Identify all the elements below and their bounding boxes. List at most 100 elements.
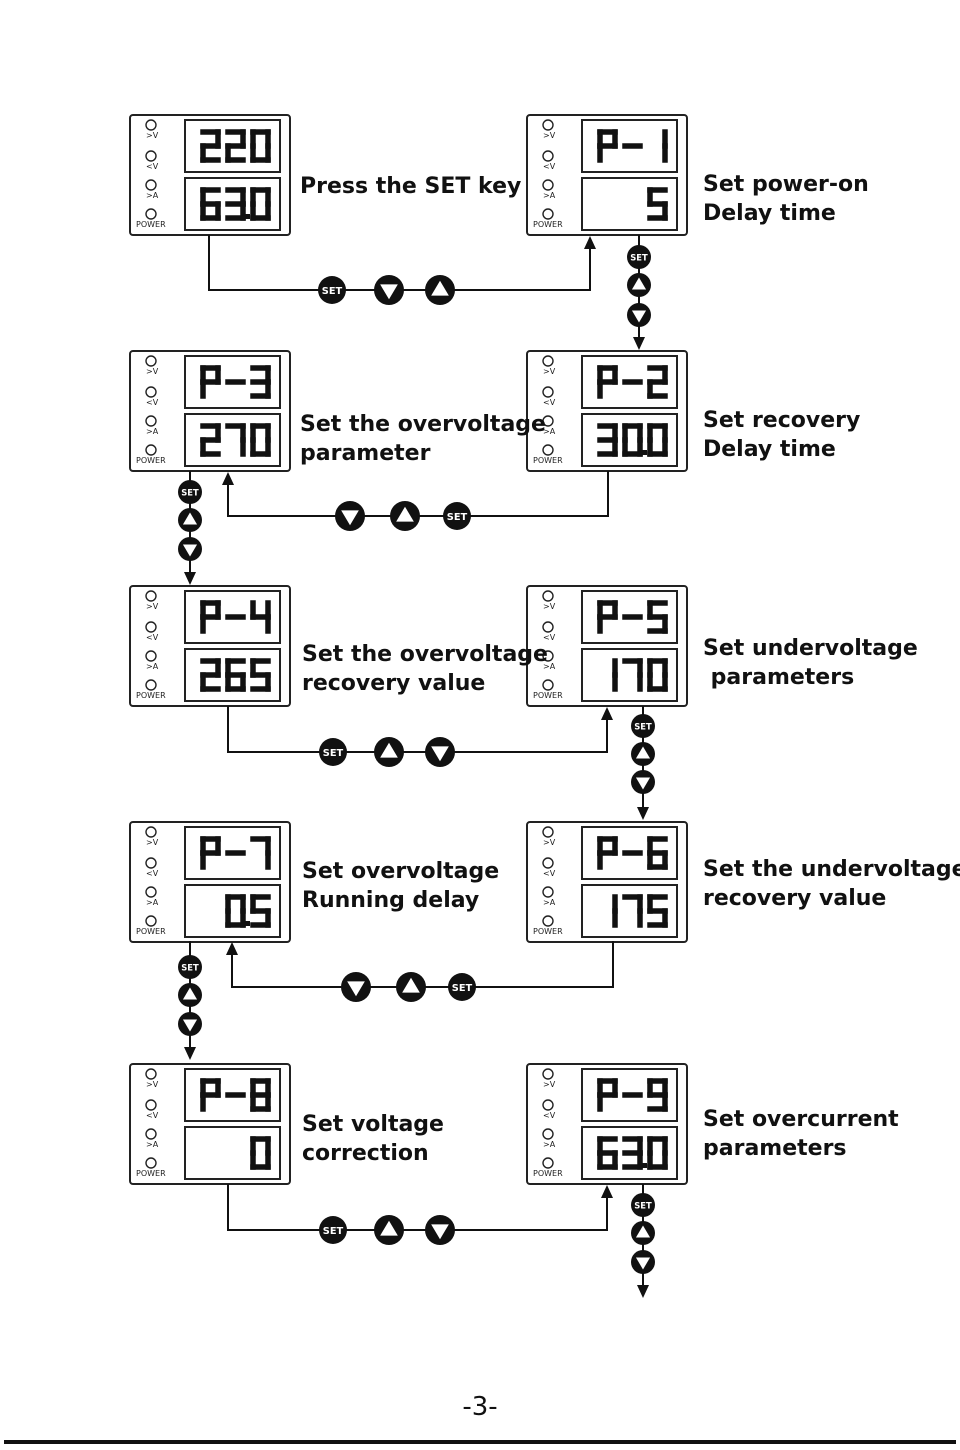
set-key-icon: SET — [319, 1216, 347, 1244]
bottom-display — [581, 648, 678, 702]
bottom-display-value — [647, 187, 668, 221]
indicator-label: >A — [146, 898, 159, 907]
down-key-icon — [425, 1215, 455, 1245]
indicator-led — [145, 415, 157, 427]
indicator-led — [145, 857, 157, 869]
set-key-label: SET — [447, 512, 468, 523]
indicator-led — [145, 1068, 157, 1080]
up-key-icon — [631, 742, 655, 766]
step-description: Set the overvoltage parameter — [300, 410, 546, 468]
indicator-label: POWER — [533, 220, 563, 229]
indicator-led — [542, 1128, 554, 1140]
indicator-led — [145, 650, 157, 662]
indicator-label: <V — [146, 869, 159, 878]
indicator-led — [145, 679, 157, 691]
step-description-line: Set recovery — [703, 408, 861, 433]
step-description-line: Delay time — [703, 437, 836, 462]
down-key-icon — [178, 1012, 202, 1036]
up-key-icon — [374, 737, 404, 767]
set-key-label: SET — [181, 962, 199, 972]
bottom-display-value — [200, 423, 271, 457]
indicator-label: >V — [543, 602, 556, 611]
step-description-line: Set the overvoltage — [300, 412, 546, 437]
indicator-led — [145, 179, 157, 191]
connector-s9-end: SET — [631, 1184, 655, 1298]
step-description-line: correction — [302, 1141, 429, 1166]
set-key-icon: SET — [178, 955, 202, 979]
indicator-label: >V — [543, 131, 556, 140]
indicator-label: POWER — [136, 1169, 166, 1178]
indicator-label: >A — [146, 1140, 159, 1149]
indicator-led — [542, 208, 554, 220]
indicator-label: >A — [146, 662, 159, 671]
connector-s1-s2: SET — [627, 235, 651, 350]
indicator-led — [542, 119, 554, 131]
indicator-label: POWER — [533, 927, 563, 936]
indicator-led — [145, 1099, 157, 1111]
indicator-label: >A — [146, 427, 159, 436]
indicator-label: <V — [543, 633, 556, 642]
connector-s7-s8: SET — [178, 941, 202, 1060]
indicator-label: <V — [543, 869, 556, 878]
arrow-head — [184, 1047, 196, 1060]
step-description-line: parameters — [703, 665, 855, 690]
indicator-label: >V — [543, 838, 556, 847]
connector-s0-s1: SET — [208, 235, 596, 305]
set-key-icon: SET — [318, 276, 346, 304]
down-key-icon — [374, 275, 404, 305]
connector-s3-s4: SET — [178, 471, 202, 585]
bottom-display-value — [612, 894, 668, 928]
step-description-line: parameter — [300, 441, 431, 466]
up-key-icon — [631, 1221, 655, 1245]
indicator-led — [542, 444, 554, 456]
set-key-icon: SET — [627, 245, 651, 269]
indicator-label: >V — [146, 367, 159, 376]
indicator-label: <V — [543, 162, 556, 171]
indicator-led — [542, 1099, 554, 1111]
set-key-label: SET — [323, 748, 344, 759]
top-display-value — [200, 365, 271, 399]
arrow-head — [184, 572, 196, 585]
connector-s8-s9: SET — [227, 1184, 613, 1245]
indicator-led — [542, 590, 554, 602]
step-description-line: Press the SET key — [300, 174, 522, 199]
indicator-led — [542, 650, 554, 662]
indicator-led — [542, 886, 554, 898]
indicator-label: <V — [543, 1111, 556, 1120]
indicator-label: >A — [543, 898, 556, 907]
up-key-icon — [178, 983, 202, 1007]
arrow-head — [584, 236, 596, 249]
arrow-head — [222, 472, 234, 485]
bottom-display — [184, 1126, 281, 1180]
up-key-icon — [627, 273, 651, 297]
indicator-led — [145, 208, 157, 220]
connector-s2-s3: SET — [222, 471, 609, 531]
step-description-line: Set power-on — [703, 172, 869, 197]
page-number: -3- — [462, 1392, 498, 1422]
down-key-icon — [631, 1250, 655, 1274]
indicator-label: >V — [146, 131, 159, 140]
indicator-led — [542, 915, 554, 927]
down-key-icon — [631, 770, 655, 794]
indicator-led — [145, 1157, 157, 1169]
indicator-led — [145, 119, 157, 131]
indicator-label: <V — [146, 1111, 159, 1120]
up-key-icon — [396, 972, 426, 1002]
indicator-label: >V — [146, 1080, 159, 1089]
indicator-label: >V — [146, 838, 159, 847]
indicator-led — [145, 886, 157, 898]
up-key-icon — [390, 501, 420, 531]
step-description: Press the SET key — [300, 172, 521, 201]
down-key-icon — [178, 537, 202, 561]
indicator-label: >V — [146, 602, 159, 611]
indicator-label: POWER — [136, 220, 166, 229]
indicator-label: >A — [543, 662, 556, 671]
connector-line — [227, 1184, 608, 1231]
indicator-led — [145, 1128, 157, 1140]
connector-s4-s5: SET — [227, 706, 613, 767]
